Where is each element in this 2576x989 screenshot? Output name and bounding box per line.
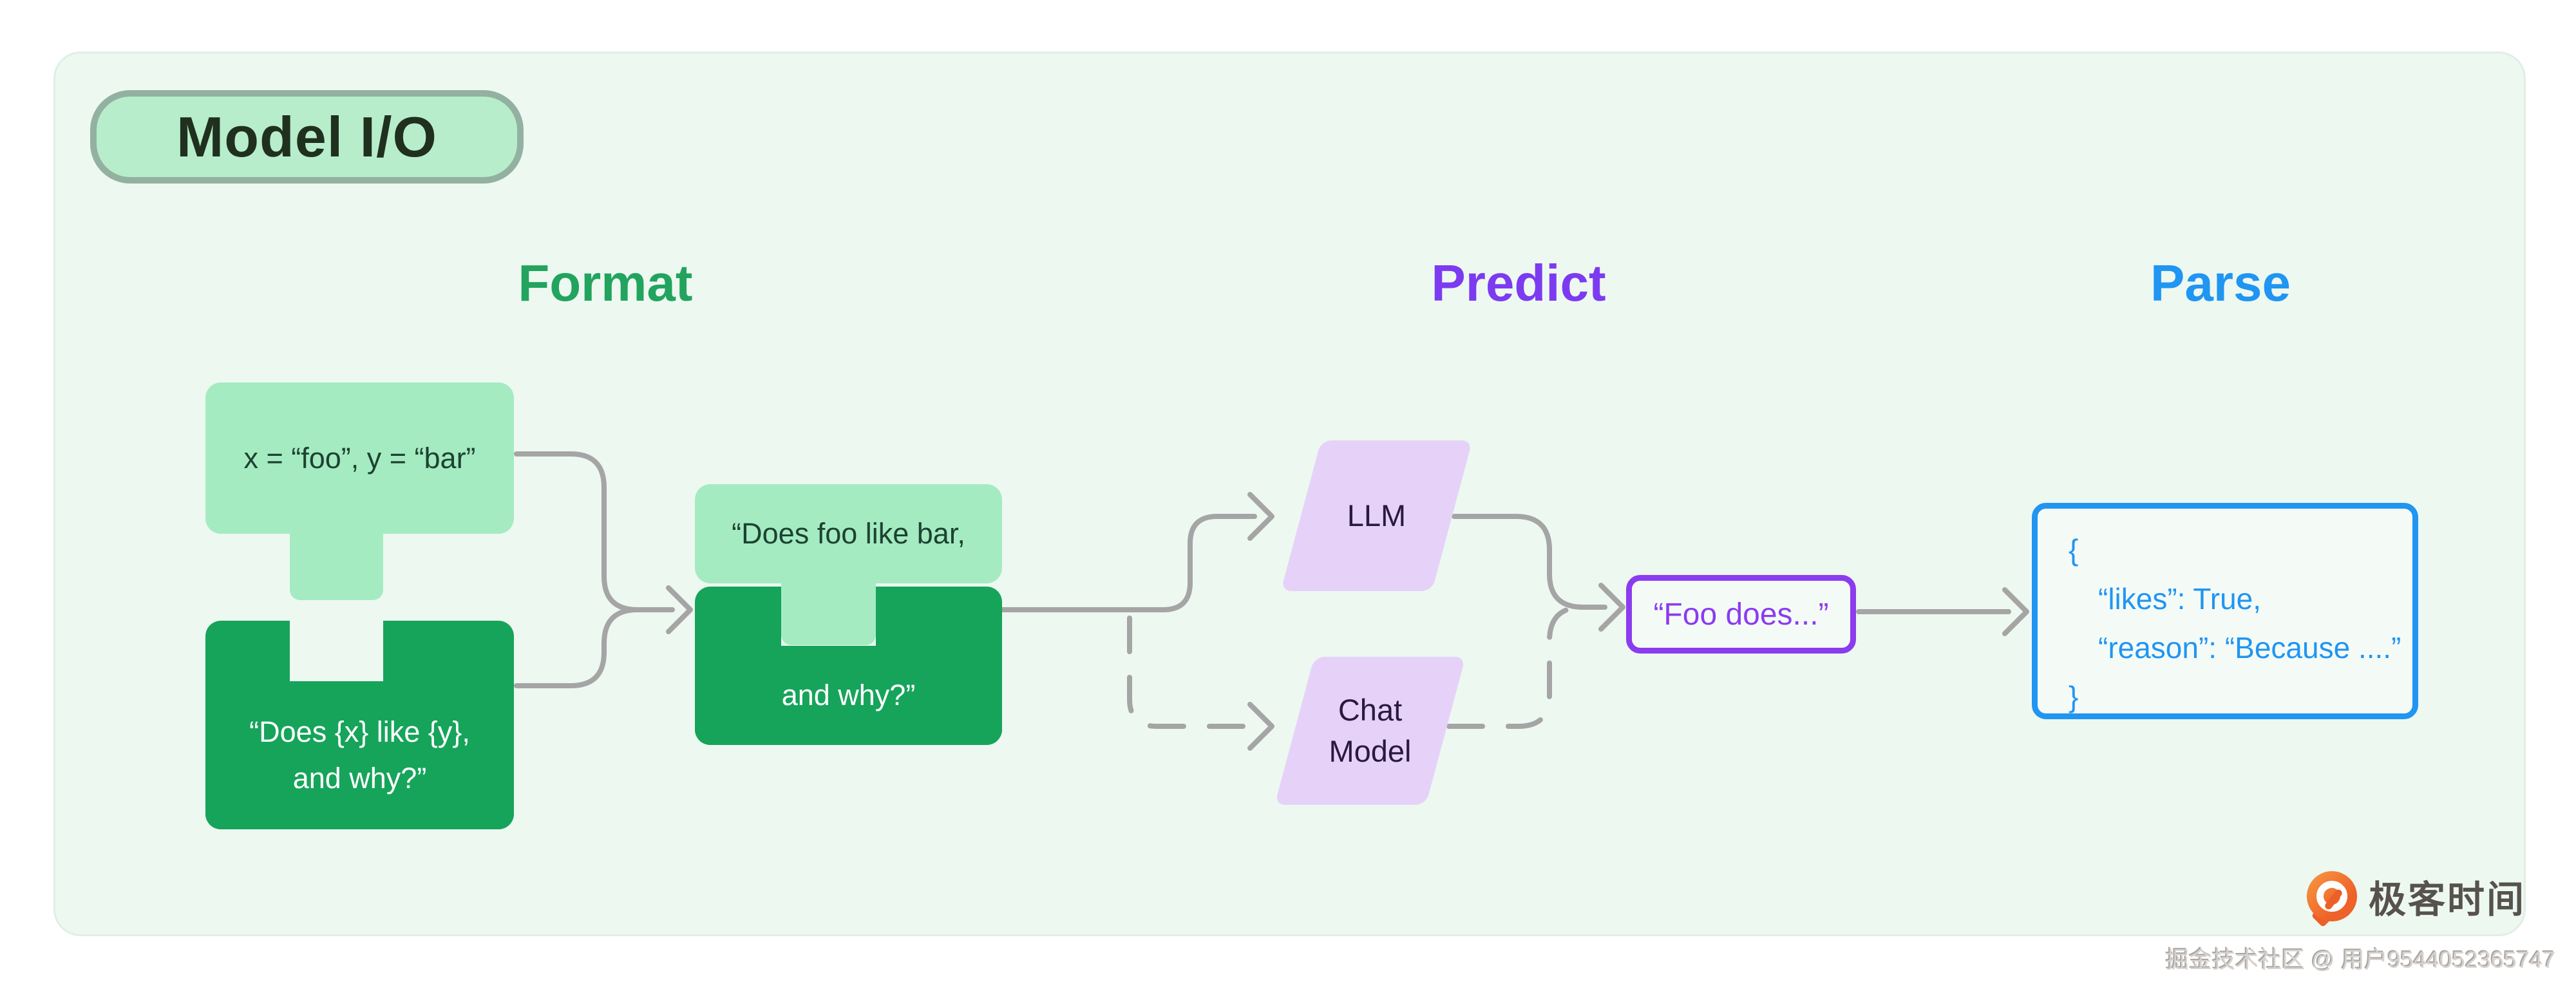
chat-model-node: Chat Model (1274, 657, 1466, 805)
chat-model-line1: Chat (1338, 693, 1403, 727)
template-block-line2: and why?” (292, 762, 427, 795)
llm-node-label: LLM (1347, 498, 1406, 532)
json-line-close-brace: } (2069, 680, 2079, 713)
model-io-badge-label: Model I/O (176, 104, 437, 169)
model-io-badge: Model I/O (90, 90, 524, 184)
stage-label-format: Format (518, 254, 693, 312)
template-block-line1: “Does {x} like {y}, (249, 715, 470, 748)
output-text-box: “Foo does...” (1626, 575, 1856, 654)
values-block-tab (290, 531, 383, 600)
geektime-logo: 极客时间 (2307, 869, 2526, 928)
json-output-box: { “likes”: True, “reason”: “Because ....… (2032, 503, 2418, 719)
geektime-logo-text: 极客时间 (2369, 879, 2526, 921)
llm-node: LLM (1280, 440, 1473, 591)
geektime-logo-icon (2307, 871, 2357, 928)
json-line-open-brace: { (2069, 533, 2079, 567)
json-line-likes: “likes”: True, (2098, 582, 2262, 616)
prompt-block-line2: and why?” (781, 679, 916, 711)
stage-label-parse: Parse (2150, 254, 2291, 312)
prompt-block-tab (781, 579, 876, 645)
values-block-text: x = “foo”, y = “bar” (243, 441, 476, 475)
output-text: “Foo does...” (1653, 597, 1829, 632)
prompt-block-line1: “Does foo like bar, (732, 517, 965, 550)
stage-label-predict: Predict (1431, 254, 1606, 312)
chat-model-line2: Model (1329, 734, 1412, 768)
watermark: 掘金技术社区 @ 用户9544052365747 (2166, 947, 2555, 973)
json-line-reason: “reason”: “Because ....” (2098, 631, 2401, 664)
